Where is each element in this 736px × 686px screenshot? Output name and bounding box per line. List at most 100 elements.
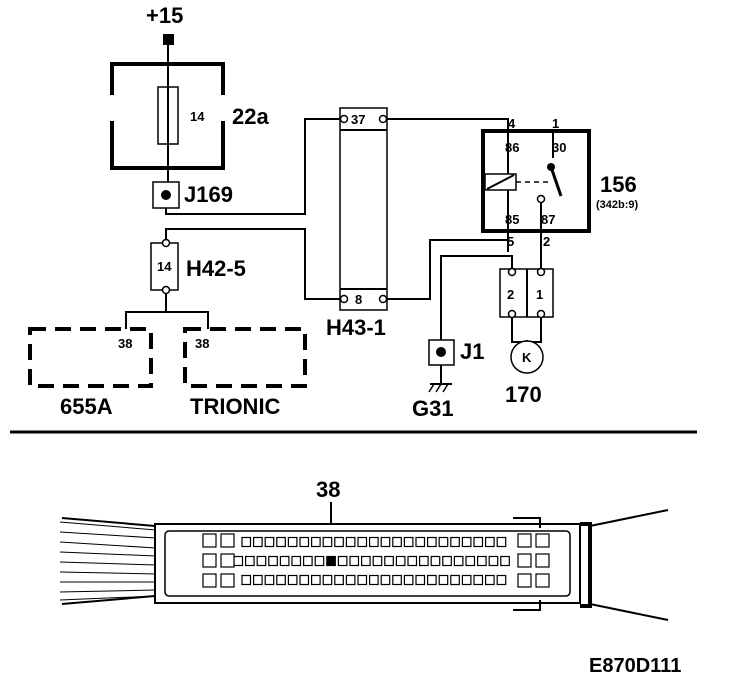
pin-cavity <box>427 574 437 586</box>
pin-cavity <box>322 536 333 548</box>
pin-cavity <box>314 555 325 567</box>
pin-cavity <box>438 574 449 586</box>
pin-38-cavity <box>326 555 336 567</box>
h43-label: H43-1 <box>326 315 386 340</box>
wire-relay-ground <box>440 255 513 340</box>
h42-pin: 14 <box>157 259 172 274</box>
power-pin-cavity <box>220 573 235 588</box>
pin-cavity <box>407 555 418 567</box>
power-pin-cavity <box>535 553 550 568</box>
pin-cavity <box>415 574 426 586</box>
pin-cavity <box>256 555 267 567</box>
pin-cavity <box>496 536 507 548</box>
pin-cavity <box>473 536 484 548</box>
pin-cavity <box>485 574 495 586</box>
ecu-trionic-box <box>183 327 307 388</box>
wire-h43-relay-85 <box>387 231 509 300</box>
plug-pin-left: 2 <box>507 287 514 302</box>
pin-cavity <box>403 574 414 586</box>
pin-cavity <box>500 555 510 567</box>
pin-cavity <box>395 555 406 567</box>
pin-cavity <box>276 574 286 586</box>
pin-cavity <box>337 555 348 567</box>
pin-cavity <box>241 574 252 586</box>
pin-cavity <box>488 555 499 567</box>
figure-code: E870D111 <box>589 655 681 677</box>
supply-terminal <box>163 34 174 45</box>
ground-symbol <box>428 365 452 393</box>
pin-cavity <box>496 574 507 586</box>
ecu-655a-box <box>28 327 153 388</box>
pin-cavity <box>334 536 344 548</box>
pin-cavity <box>461 574 472 586</box>
wire-plug-pump <box>511 318 542 343</box>
ecu-trionic-label: TRIONIC <box>190 394 281 419</box>
pin-cavity <box>253 574 263 586</box>
pin-cavity <box>299 536 310 548</box>
pump-motor <box>510 340 544 374</box>
fuse-box-22a <box>110 45 225 182</box>
pin-cavity <box>279 555 290 567</box>
power-pin-cavity <box>202 553 217 568</box>
h42-5-connector <box>150 238 179 295</box>
pin-cavity <box>357 536 368 548</box>
fuse-label: 22a <box>232 104 269 129</box>
relay-pin-bottom-right: 2 <box>543 234 550 249</box>
pin-cavity <box>392 574 402 586</box>
j1-pin <box>436 347 446 357</box>
pin-cavity <box>415 536 426 548</box>
supply-label: +15 <box>146 3 183 28</box>
power-pin-cavity <box>202 573 217 588</box>
pin-cavity <box>311 536 321 548</box>
pin-cavity <box>253 536 263 548</box>
pin-cavity <box>380 536 391 548</box>
ecu-655a-pin: 38 <box>118 336 132 351</box>
pin-callout: 38 <box>316 477 340 502</box>
relay-pin-top-left: 4 <box>508 116 516 131</box>
power-pin-cavity <box>535 533 550 548</box>
h43-1-connector <box>339 107 388 311</box>
relay-pin-top-right: 1 <box>552 116 559 131</box>
relay-pin-bottom-left: 5 <box>507 234 514 249</box>
power-pin-cavity <box>202 533 217 548</box>
pin-cavity <box>450 536 460 548</box>
pin-cavity <box>268 555 278 567</box>
relay-pin-85: 85 <box>505 212 519 227</box>
power-pin-cavity <box>220 553 235 568</box>
wire-h43-relay-86 <box>387 118 509 131</box>
pin-cavity <box>427 536 437 548</box>
pin-cavity <box>241 536 252 548</box>
pin-cavity <box>419 555 429 567</box>
power-pin-cavity <box>220 533 235 548</box>
h43-pin-bottom: 8 <box>355 292 362 307</box>
j169-label: J169 <box>184 182 233 207</box>
power-pin-cavity <box>535 573 550 588</box>
wire-j169-h43 <box>165 118 340 215</box>
pin-cavity <box>334 574 344 586</box>
pin-cavity <box>438 536 449 548</box>
connector-pin-rows <box>202 533 550 588</box>
pin-cavity <box>369 536 379 548</box>
relay-pin-30: 30 <box>552 140 566 155</box>
ecu-655a-label: 655A <box>60 394 113 419</box>
pin-cavity <box>442 555 452 567</box>
pin-cavity <box>461 536 472 548</box>
pump-symbol: K <box>522 350 532 365</box>
pin-cavity <box>264 536 275 548</box>
pin-cavity <box>453 555 464 567</box>
h42-label: H42-5 <box>186 256 246 281</box>
relay-ref: (342b:9) <box>596 199 639 211</box>
relay-label: 156 <box>600 172 637 197</box>
pin-cavity <box>287 574 298 586</box>
fuse-rating: 14 <box>190 109 205 124</box>
wire-h42-h43 <box>165 228 340 300</box>
power-pin-cavity <box>517 533 532 548</box>
plug-pin-right: 1 <box>536 287 543 302</box>
relay-156 <box>481 129 591 233</box>
pin-cavity <box>477 555 487 567</box>
h43-pin-top: 37 <box>351 112 365 127</box>
power-pin-cavity <box>517 553 532 568</box>
power-pin-cavity <box>517 573 532 588</box>
pin-cavity <box>485 536 495 548</box>
